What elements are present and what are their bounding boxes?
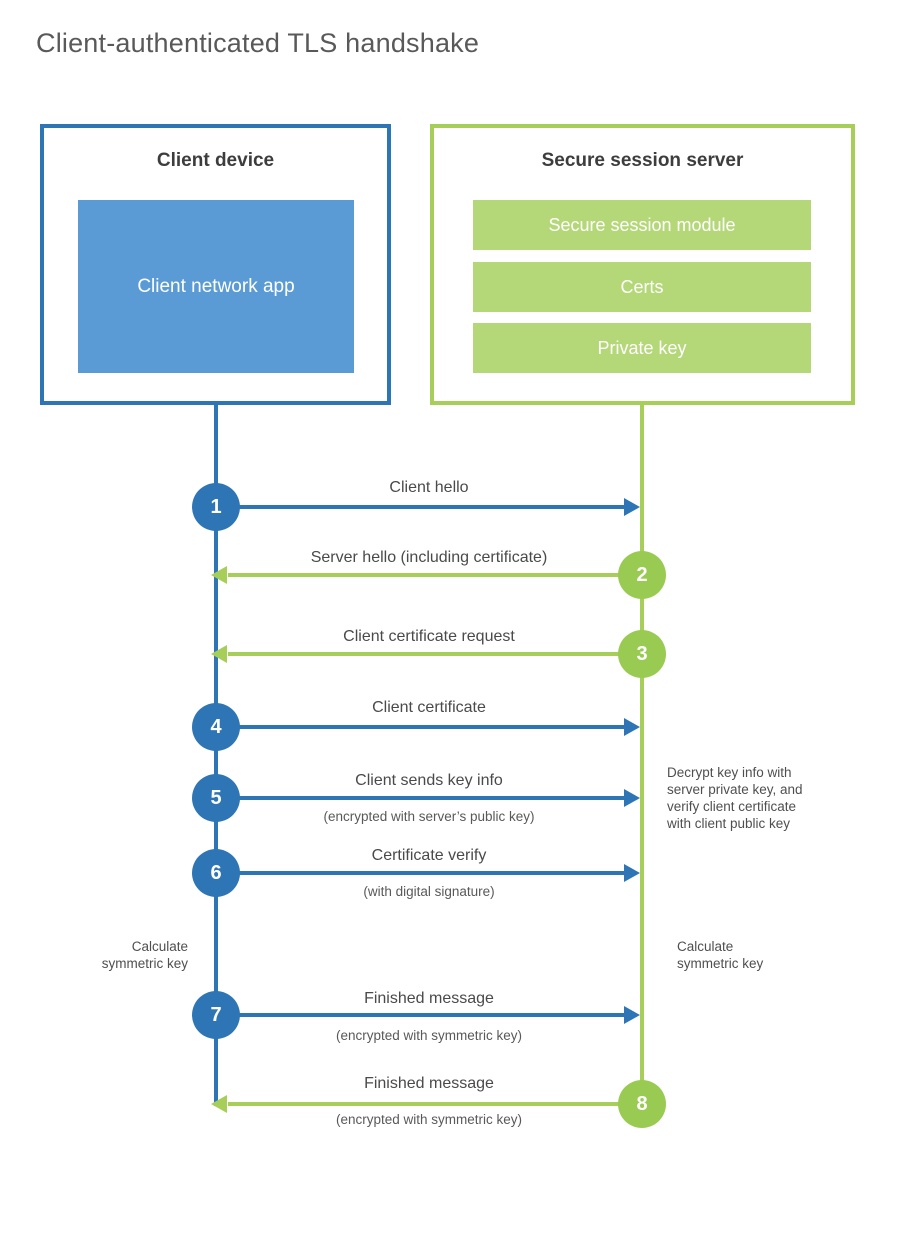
server-module-label: Certs [620, 276, 664, 297]
step-6-circle: 6 [192, 849, 240, 897]
arrowhead-right-icon [624, 498, 640, 516]
step-4-label: Client certificate [372, 699, 486, 716]
step-7-circle: 7 [192, 991, 240, 1039]
step-3-circle: 3 [618, 630, 666, 678]
step-1-circle: 1 [192, 483, 240, 531]
step-8-label: Finished message [364, 1075, 494, 1092]
step-2-circle: 2 [618, 551, 666, 599]
note-calculate-symmetric-key-client: Calculate symmetric key [101, 939, 188, 971]
note-decrypt-key-info: Decrypt key info with server private key… [667, 765, 803, 831]
arrowhead-left-icon [211, 566, 227, 584]
client-device-box: Client device Client network app [40, 124, 391, 405]
step-7-sublabel: (encrypted with symmetric key) [335, 1028, 523, 1043]
arrowhead-right-icon [624, 1006, 640, 1024]
step-7-label: Finished message [364, 990, 494, 1007]
step-8-circle: 8 [618, 1080, 666, 1128]
server-module-secure-session: Secure session module [473, 200, 811, 250]
step-6-arrow [216, 871, 626, 875]
secure-session-server-box: Secure session server Secure session mod… [430, 124, 855, 405]
server-module-certs: Certs [473, 262, 811, 312]
server-lifeline [640, 404, 644, 1106]
step-5-arrow [216, 796, 626, 800]
step-5-label: Client sends key info [355, 772, 503, 789]
step-3-label: Client certificate request [343, 628, 515, 645]
step-2-label: Server hello (including certificate) [310, 549, 548, 566]
step-8-sublabel: (encrypted with symmetric key) [335, 1112, 523, 1127]
client-network-app-box: Client network app [78, 200, 354, 373]
arrowhead-left-icon [211, 645, 227, 663]
step-8-arrow [228, 1102, 642, 1106]
step-4-circle: 4 [192, 703, 240, 751]
client-network-app-label: Client network app [137, 276, 295, 297]
step-1-label: Client hello [389, 479, 469, 496]
arrowhead-right-icon [624, 718, 640, 736]
arrowhead-right-icon [624, 789, 640, 807]
arrowhead-left-icon [211, 1095, 227, 1113]
server-module-private-key: Private key [473, 323, 811, 373]
client-device-title: Client device [156, 150, 275, 171]
arrowhead-right-icon [624, 864, 640, 882]
step-3-arrow [228, 652, 642, 656]
step-7-arrow [216, 1013, 626, 1017]
server-module-label: Private key [597, 337, 687, 358]
note-calculate-symmetric-key-server: Calculate symmetric key [677, 939, 764, 971]
step-4-arrow [216, 725, 626, 729]
step-1-arrow [216, 505, 626, 509]
secure-session-server-title: Secure session server [541, 150, 744, 171]
step-6-sublabel: (with digital signature) [363, 884, 495, 899]
page-title: Client-authenticated TLS handshake [36, 28, 480, 58]
client-lifeline [214, 404, 218, 1106]
step-5-sublabel: (encrypted with server’s public key) [323, 809, 535, 824]
step-5-circle: 5 [192, 774, 240, 822]
step-2-arrow [228, 573, 642, 577]
server-module-label: Secure session module [548, 214, 736, 235]
step-6-label: Certificate verify [371, 847, 487, 864]
